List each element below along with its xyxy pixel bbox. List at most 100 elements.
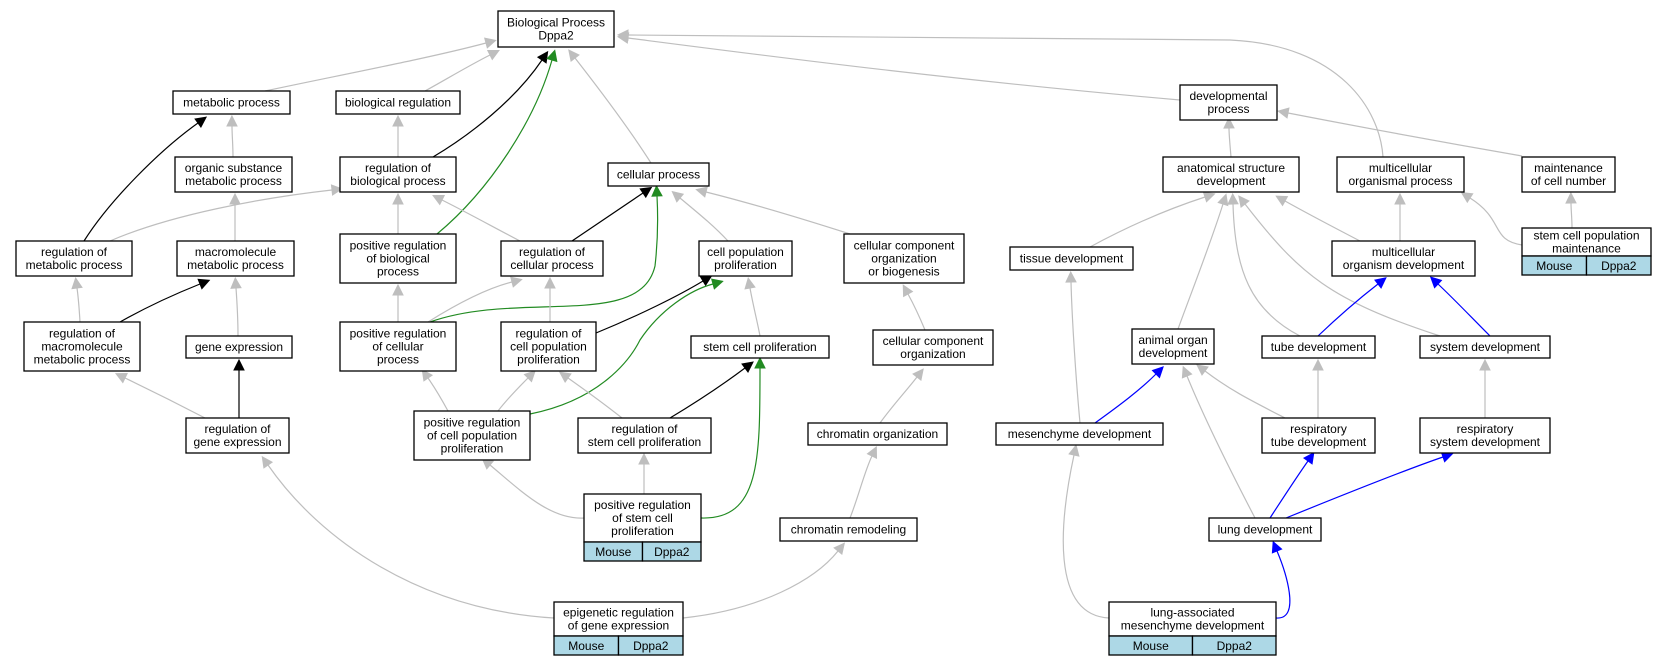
node-box [185, 335, 293, 359]
node-label: positive regulation [594, 498, 691, 512]
arrowhead [638, 452, 650, 465]
node-bioreg[interactable]: biological regulation [335, 90, 461, 115]
node-label: metabolic process [183, 96, 280, 110]
arrowhead [71, 276, 83, 290]
arrowhead [1196, 364, 1209, 376]
edge-posregstem-to-regstem [638, 452, 650, 494]
annotation-label: Dppa2 [633, 639, 669, 653]
node-label: mesenchyme development [1121, 619, 1265, 633]
node-tissuedev[interactable]: tissue development [1009, 246, 1134, 271]
edges-layer [71, 29, 1577, 619]
node-box [185, 417, 290, 454]
edge-mesdev-to-animalorgan [1094, 366, 1164, 424]
arrowhead [1312, 358, 1324, 371]
node-label: organization [900, 347, 965, 361]
node-label: cell population [510, 340, 587, 354]
arrowhead [330, 184, 344, 196]
node-label: regulation of [204, 422, 271, 436]
arrowhead [1202, 191, 1216, 203]
annotation-label: Mouse [568, 639, 604, 653]
node-box [843, 233, 965, 284]
arrowhead [1151, 366, 1164, 379]
node-label: tube development [1271, 435, 1367, 449]
arrowhead [536, 50, 549, 64]
edge-regcellpop-to-regcell [544, 276, 556, 323]
node-box [583, 493, 702, 543]
node-label: regulation of [611, 422, 678, 436]
node-label: or biogenesis [868, 265, 939, 279]
edge-multidev-to-multiproc [1394, 192, 1406, 241]
node-chromorg[interactable]: chromatin organization [807, 422, 948, 446]
node-box [1162, 156, 1300, 193]
arrowhead [523, 370, 536, 383]
edge-regmet-to-metabolic [83, 116, 208, 242]
annotation-label: Dppa2 [1601, 259, 1637, 273]
node-label: regulation of [519, 245, 586, 259]
node-label: chromatin remodeling [791, 523, 906, 537]
node-label: proliferation [714, 258, 777, 272]
node-box [174, 156, 293, 193]
edge-posregcellpop-to-cellpop [529, 278, 724, 415]
node-box [807, 422, 948, 446]
node-mesdev[interactable]: mesenchyme development [995, 422, 1164, 446]
arrowhead [1223, 116, 1235, 129]
node-metabolic[interactable]: metabolic process [172, 90, 291, 115]
node-label: of biological [366, 252, 429, 266]
node-chromrem[interactable]: chromatin remodeling [779, 517, 918, 542]
node-cellproc[interactable]: cellular process [607, 162, 710, 187]
node-box [1331, 240, 1476, 277]
arrowhead [1275, 195, 1289, 207]
node-sysdev[interactable]: system development [1419, 335, 1551, 359]
arrowhead [651, 184, 663, 197]
node-lungdev[interactable]: lung development [1208, 517, 1322, 542]
arrowhead [710, 278, 724, 290]
node-label: organism development [1343, 258, 1465, 272]
edge-animalorgan-to-anatdev [1177, 193, 1229, 330]
arrowhead [1217, 193, 1229, 207]
node-box [1521, 156, 1616, 193]
edge-sysdev-to-multidev [1429, 276, 1491, 337]
node-label: animal organ [1138, 333, 1207, 347]
edge-stemmaint-to-multiproc [1460, 191, 1523, 246]
edge-bioreg-to-root [424, 49, 500, 92]
arrowhead [754, 356, 766, 369]
node-stemprolif[interactable]: stem cell proliferation [690, 335, 830, 359]
edge-lungdev-to-animalorgan [1181, 365, 1256, 519]
node-label: development [1197, 174, 1266, 188]
node-tubedev[interactable]: tube development [1261, 335, 1376, 359]
node-label: tissue development [1020, 252, 1124, 266]
edge-multiproc-to-root [616, 29, 1384, 158]
node-geneexp[interactable]: gene expression [185, 335, 293, 359]
edge-cellcomporg-to-cellcomp [902, 284, 926, 331]
node-label: Dppa2 [538, 29, 574, 43]
arrowhead [197, 278, 211, 290]
